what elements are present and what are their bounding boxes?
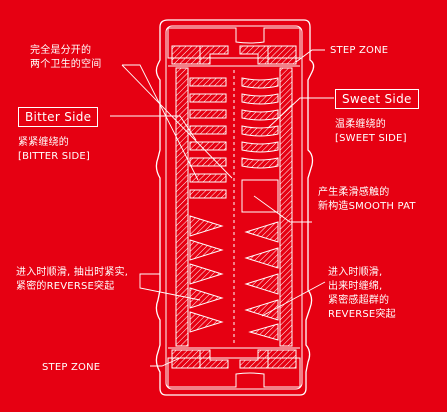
sweet-side-title: Sweet Side	[335, 89, 419, 109]
bottom-cap	[167, 357, 301, 388]
reverse-right-line1: 进入时顺滑,	[328, 267, 383, 278]
leader-lines	[110, 49, 334, 367]
sweet-side-line1: 温柔缠绕的	[335, 119, 386, 130]
top-step-block-right	[267, 45, 297, 65]
step-zone-bottom-label: STEP ZONE	[42, 362, 101, 373]
top-left-label-line2: 两个卫生的空间	[30, 59, 102, 70]
outer-case	[155, 19, 315, 396]
bottom-step-block-left	[171, 349, 201, 369]
bottom-step-block-right	[267, 349, 297, 369]
sweet-side-bumps	[241, 77, 279, 341]
inner-case	[165, 25, 303, 390]
bitter-side-line2: [BITTER SIDE]	[18, 151, 91, 162]
top-step-block-left-inner	[199, 45, 229, 65]
top-step-block-right-inner	[239, 45, 269, 65]
bitter-side-bumps	[189, 77, 227, 333]
sleeve-wall-left	[175, 67, 189, 347]
sleeve-wall-right	[279, 67, 293, 347]
top-step-block-left	[171, 45, 201, 65]
step-zone-top-label: STEP ZONE	[330, 45, 389, 56]
bottom-step-block-left-inner	[199, 349, 229, 369]
reverse-right-line4: REVERSE突起	[328, 309, 396, 320]
bitter-side-line1: 紧紧缠绕的	[18, 137, 69, 148]
smooth-pat-line2: 新构造SMOOTH PAT	[318, 201, 416, 212]
smooth-pat-line1: 产生柔滑感触的	[318, 187, 390, 198]
bottom-step-block-right-inner	[239, 349, 269, 369]
top-cap	[167, 27, 301, 59]
reverse-left-line1: 进入时顺滑, 抽出时紧实,	[16, 267, 129, 278]
bitter-side-title: Bitter Side	[18, 107, 99, 127]
reverse-right-line3: 紧密感超群的	[328, 295, 390, 306]
top-left-label-line1: 完全是分开的	[30, 45, 92, 56]
reverse-left-line2: 紧密的REVERSE突起	[16, 281, 115, 292]
reverse-right-line2: 出来时缠绵,	[328, 281, 383, 292]
smooth-pat	[241, 179, 279, 213]
sweet-side-line2: [SWEET SIDE]	[335, 133, 407, 144]
